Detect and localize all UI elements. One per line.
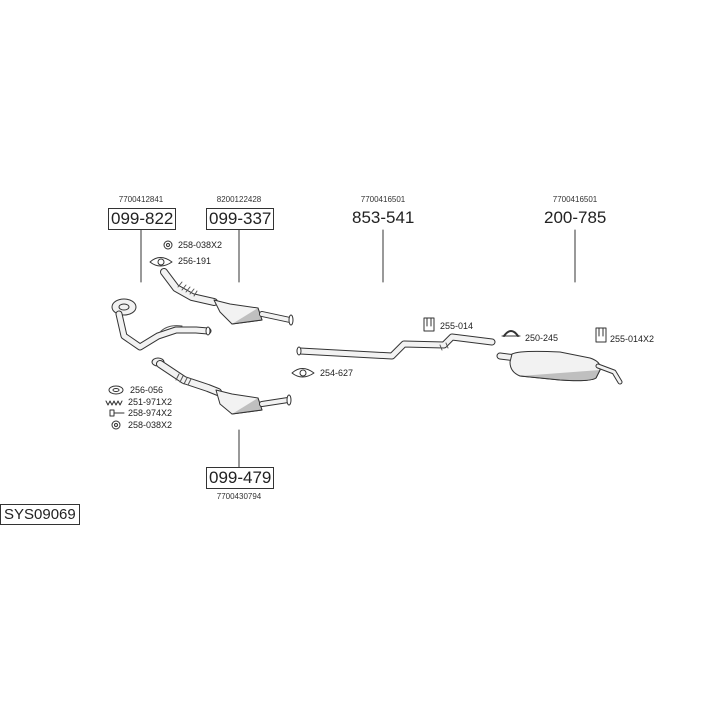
fitting-label: 250-245: [525, 333, 559, 343]
oem-number: 7700430794: [216, 492, 262, 501]
clamp-icon: [501, 330, 521, 337]
gasket-icon: [291, 368, 315, 378]
catalyst-099-337: [160, 268, 294, 326]
rubber-hanger-icon: [423, 317, 435, 332]
part-number-label: 099-479: [206, 467, 275, 489]
fitting-label: 258-038X2: [128, 420, 173, 430]
fitting-label: 258-038X2: [178, 240, 223, 250]
part-number-label: 200-785: [544, 208, 607, 227]
catalyst-099-479: [151, 357, 292, 415]
leader-lines: [140, 229, 576, 469]
oem-number: 7700416501: [552, 195, 598, 204]
fitting-label: 256-191: [178, 256, 212, 266]
fitting-label: 258-974X2: [128, 408, 173, 418]
fitting-label: 255-014X2: [610, 334, 655, 344]
middle-pipe-853-541: [296, 333, 496, 360]
nut-icon: [111, 420, 121, 430]
oem-number: 7700412841: [118, 195, 164, 204]
fitting-label: 256-056: [130, 385, 164, 395]
rubber-hanger-icon: [595, 327, 607, 343]
system-code-label: SYS09069: [0, 504, 80, 525]
part-number-label: 099-337: [206, 208, 275, 230]
fitting-label: 251-971X2: [128, 397, 173, 407]
front-pipe-099-822: [111, 298, 212, 351]
bolt-icon: [109, 409, 125, 417]
fitting-label: 255-014: [440, 321, 474, 331]
gasket-icon: [149, 257, 173, 267]
ring-gasket-icon: [108, 385, 124, 395]
nut-icon: [163, 240, 173, 250]
rear-silencer-200-785: [496, 350, 623, 385]
fitting-label: 254-627: [320, 368, 354, 378]
spring-icon: [105, 400, 123, 406]
part-number-label: 853-541: [352, 208, 415, 227]
oem-number: 7700416501: [360, 195, 406, 204]
part-number-label: 099-822: [108, 208, 177, 230]
oem-number: 8200122428: [216, 195, 262, 204]
